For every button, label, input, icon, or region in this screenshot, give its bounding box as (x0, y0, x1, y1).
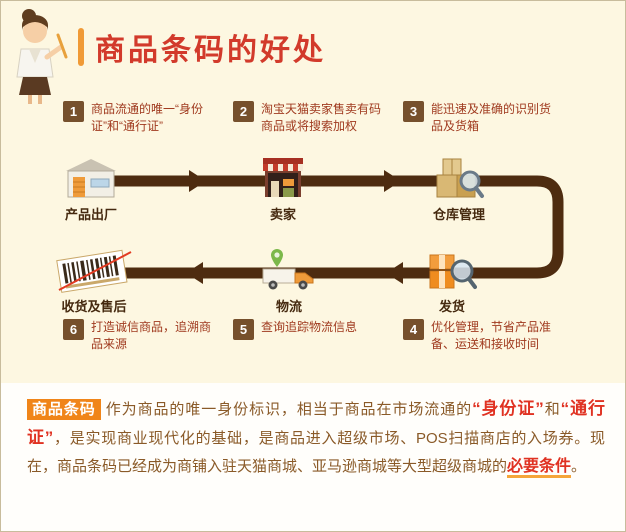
summary-text: 作为商品的唯一身份标识，相当于商品在市场流通的 (105, 401, 473, 418)
node-label: 仓库管理 (432, 207, 485, 222)
highlight-requirement: 必要条件 (507, 458, 572, 478)
step-number-badge: 3 (403, 101, 424, 122)
step-text: 淘宝天猫卖家售卖有码商品或将搜索加权 (261, 102, 382, 133)
node-warehouse: 仓库管理 (413, 155, 505, 223)
node-label: 物流 (275, 299, 302, 314)
step-text: 打造诚信商品，追溯商品来源 (91, 320, 212, 351)
warehouse-magnifier-icon (436, 158, 484, 198)
step-text: 商品流通的唯一“身份证”和“通行证” (91, 102, 203, 133)
step-number-badge: 2 (233, 101, 254, 122)
node-label: 卖家 (269, 207, 296, 222)
storefront-icon (263, 158, 303, 197)
node-factory: 产品出厂 (45, 155, 137, 223)
keyword-tag: 商品条码 (27, 399, 101, 420)
shipping-box-magnifier-icon (429, 254, 477, 289)
step-item-3: 3 能迅速及准确的识别货品及货箱 (403, 101, 561, 135)
node-label: 收货及售后 (61, 299, 127, 314)
presenter-woman-illustration (16, 9, 68, 104)
summary-text: 和 (543, 401, 561, 418)
summary-paragraph: 商品条码作为商品的唯一身份标识，相当于商品在市场流通的“身份证”和“通行证”，是… (27, 395, 605, 481)
flow-arrow-left-icon (386, 262, 403, 284)
node-shipping: 发货 (406, 247, 498, 315)
delivery-truck-icon (262, 249, 314, 290)
step-item-2: 2 淘宝天猫卖家售卖有码商品或将搜索加权 (233, 101, 391, 135)
step-text: 优化管理，节省产品准备、运送和接收时间 (431, 320, 552, 351)
step-item-5: 5 查询追踪物流信息 (233, 319, 391, 340)
summary-panel: 商品条码作为商品的唯一身份标识，相当于商品在市场流通的“身份证”和“通行证”，是… (1, 383, 625, 531)
step-text: 能迅速及准确的识别货品及货箱 (431, 102, 552, 133)
highlight-pass: “通行证” (27, 399, 605, 447)
node-aftersale: 收货及售后 (41, 247, 147, 315)
flow-arrow-right-icon (189, 170, 206, 192)
node-logistics: 物流 (243, 247, 335, 315)
flow-path (93, 170, 564, 284)
flow-arrow-left-icon (186, 262, 203, 284)
step-item-4: 4 优化管理，节省产品准备、运送和接收时间 (403, 319, 561, 353)
summary-text: 。 (571, 458, 587, 475)
node-seller: 卖家 (237, 155, 329, 223)
flow-arrow-right-icon (384, 170, 401, 192)
step-number-badge: 4 (403, 319, 424, 340)
node-label: 发货 (438, 299, 465, 314)
step-number-badge: 1 (63, 101, 84, 122)
title-accent-bar (78, 28, 84, 66)
factory-icon (66, 159, 116, 198)
summary-text: ，是实现商业现代化的基础，是商品进入超级市场、POS扫描商店的入场券。现在，商品… (27, 430, 606, 475)
barcode-scan-icon (56, 249, 132, 293)
highlight-id-card: “身份证” (472, 399, 544, 418)
step-item-6: 6 打造诚信商品，追溯商品来源 (63, 319, 221, 353)
node-label: 产品出厂 (64, 207, 117, 222)
step-number-badge: 5 (233, 319, 254, 340)
page-title: 商品条码的好处 (95, 34, 326, 67)
step-item-1: 1 商品流通的唯一“身份证”和“通行证” (63, 101, 221, 135)
step-number-badge: 6 (63, 319, 84, 340)
step-text: 查询追踪物流信息 (261, 320, 358, 334)
